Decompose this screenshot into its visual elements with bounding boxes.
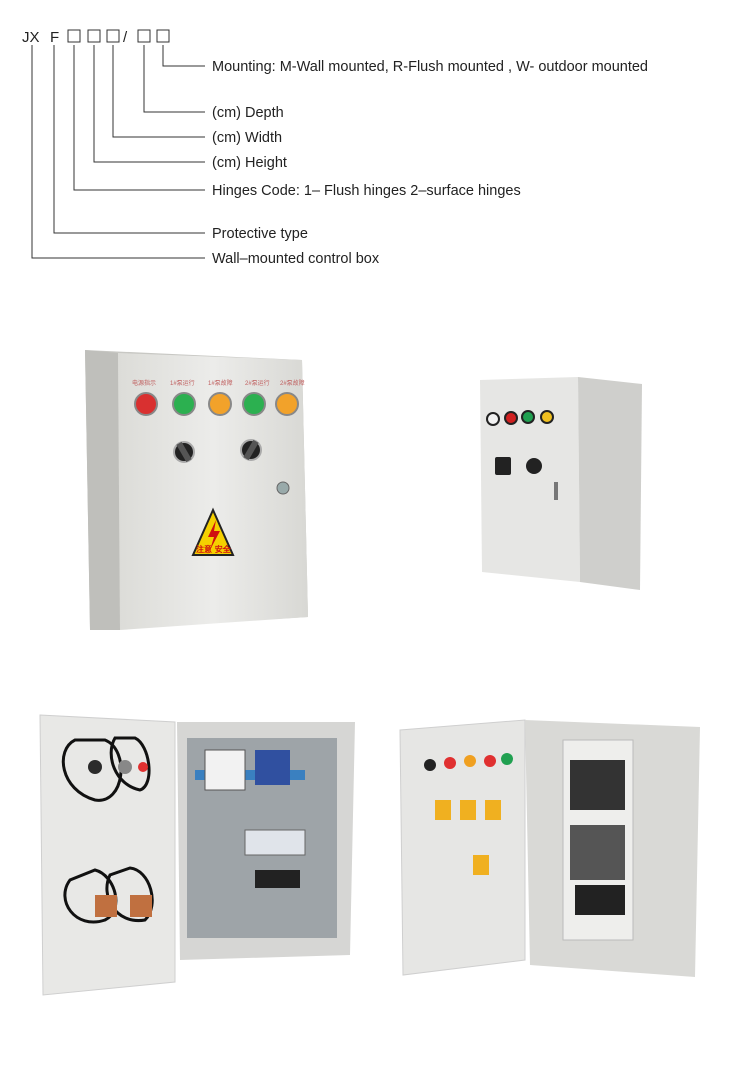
leader-width	[112, 45, 205, 138]
code-box-width	[106, 29, 120, 43]
control-box-angled-photo	[480, 377, 642, 590]
protection-relay	[244, 829, 306, 856]
lightning-icon	[208, 520, 220, 550]
box-front	[480, 377, 580, 582]
indicator-yellow	[208, 392, 232, 416]
relay	[130, 895, 152, 917]
box-side	[578, 377, 642, 590]
contactor	[255, 750, 290, 785]
leader-hinges	[73, 45, 205, 191]
indicator-green	[501, 753, 513, 765]
circuit-breaker	[204, 749, 246, 791]
control-box-open-photo	[39, 714, 355, 996]
indicator-red	[484, 755, 496, 767]
code-letter-f: F	[50, 29, 59, 46]
terminal-block	[575, 885, 625, 915]
indicator-yellow	[275, 392, 299, 416]
door-inside	[399, 719, 526, 976]
leader-height	[93, 45, 205, 163]
leader-depth	[143, 45, 205, 113]
indicator-red	[504, 411, 518, 425]
indicator-yellow	[540, 410, 554, 424]
door-inside	[39, 714, 176, 996]
indicator-white	[486, 412, 500, 426]
label-mounting: Mounting: M-Wall mounted, R-Flush mounte…	[212, 59, 648, 75]
label-protective: Protective type	[212, 226, 308, 242]
indicator-label: 1#泵运行	[170, 379, 195, 387]
door-lock	[554, 482, 558, 500]
code-box-depth	[137, 29, 151, 43]
din-rail	[195, 770, 305, 780]
leader-wall-mounted	[31, 45, 205, 259]
indicator-red	[138, 762, 148, 772]
control-box-front-photo: 电源指示 1#泵运行 1#泵故障 2#泵运行 2#泵故障 注意 安全	[85, 350, 308, 630]
indicator-label: 1#泵故障	[208, 379, 233, 387]
label-wall-mounted: Wall–mounted control box	[212, 251, 380, 267]
indicator-green	[172, 392, 196, 416]
code-prefix-jx: JX	[22, 29, 40, 46]
terminal-block	[255, 870, 300, 888]
indicator	[118, 760, 132, 774]
control-box-open-large-photo	[399, 719, 700, 977]
leader-protective	[53, 45, 205, 234]
indicator-green	[242, 392, 266, 416]
indicator-label: 2#泵故障	[280, 379, 305, 387]
relay-bank	[570, 825, 625, 880]
indicator-red	[134, 392, 158, 416]
label-hinges: Hinges Code: 1– Flush hinges 2–surface h…	[212, 183, 521, 199]
indicator	[88, 760, 102, 774]
indicator-label: 2#泵运行	[245, 379, 270, 387]
indicator-label: 电源指示	[132, 379, 156, 387]
label-width: (cm) Width	[212, 130, 282, 146]
indicator-yellow	[464, 755, 476, 767]
indicator-green	[521, 410, 535, 424]
relay	[460, 800, 476, 820]
indicator	[424, 759, 436, 771]
label-height: (cm) Height	[212, 155, 287, 171]
code-slash: /	[123, 29, 128, 46]
relay	[435, 800, 451, 820]
code-box-mounting	[156, 29, 170, 43]
relay	[485, 800, 501, 820]
indicator-red	[444, 757, 456, 769]
warning-text: 注意 安全	[196, 544, 232, 554]
code-box-height	[87, 29, 101, 43]
door-lock	[276, 481, 290, 495]
rotary-handle	[495, 457, 511, 475]
label-depth: (cm) Depth	[212, 105, 284, 121]
contactor-bank	[570, 760, 625, 810]
relay	[95, 895, 117, 917]
code-box-hinges	[67, 29, 81, 43]
relay	[473, 855, 489, 875]
selector-switch	[526, 458, 542, 474]
box-door	[118, 353, 308, 630]
leader-mounting	[162, 45, 205, 67]
model-code-diagram: JX F / Mounting: M-Wall mounted, R-Flush…	[22, 29, 648, 267]
